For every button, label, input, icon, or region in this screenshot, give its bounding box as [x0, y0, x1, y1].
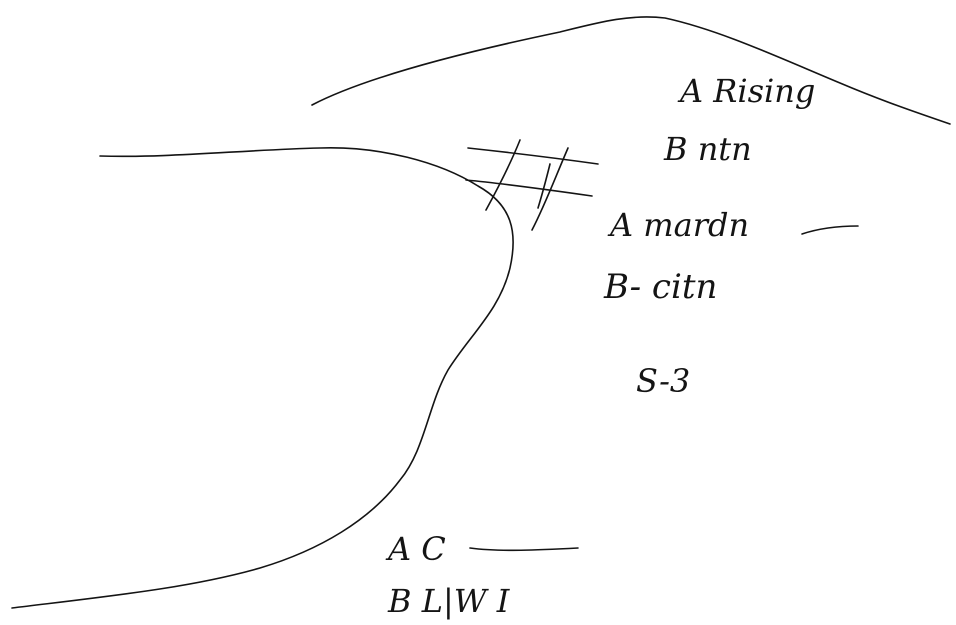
- section-label: S-3: [636, 362, 690, 400]
- top-label-a: A Rising: [677, 72, 815, 110]
- bottom-label-a-tail: [469, 547, 579, 552]
- middle-label-a-tail: [801, 225, 859, 235]
- hatch-slash-left: [485, 139, 521, 211]
- hatch-horizontal-top: [467, 147, 599, 165]
- top-label-b: B ntn: [663, 130, 752, 168]
- upper-ridge-line: [311, 16, 951, 125]
- hatch-horizontal-bottom: [465, 179, 593, 197]
- middle-label-b: B- citn: [603, 267, 717, 307]
- bottom-label-a: A C: [385, 530, 446, 568]
- hatch-slash-right: [531, 147, 569, 231]
- boundary-curve: [11, 147, 514, 609]
- bottom-label-b: B L|W I: [387, 582, 511, 620]
- middle-label-a: A mardn: [607, 206, 749, 244]
- hatch-mark: [465, 139, 599, 231]
- hatch-slash-inner: [537, 163, 551, 209]
